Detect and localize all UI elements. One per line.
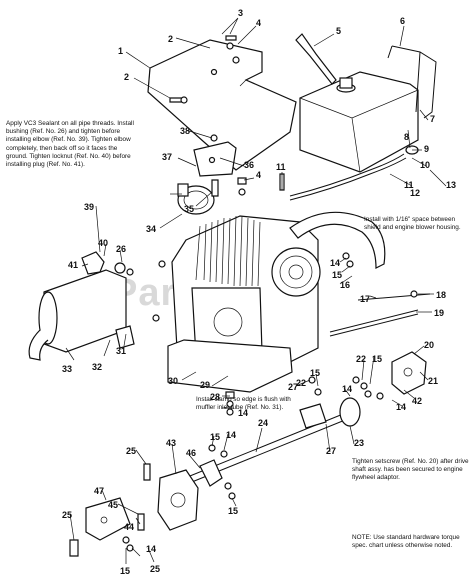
- callout-25b: 25: [62, 510, 72, 520]
- note-sealant: Apply VC3 Sealant on all pipe threads. I…: [6, 120, 134, 169]
- clamp-drawing: [177, 183, 215, 215]
- note-hardware-torque: NOTE: Use standard hardware torque spec.…: [352, 534, 460, 550]
- control-rods-drawing: [329, 290, 431, 337]
- callout-32: 32: [92, 362, 102, 372]
- callout-35: 35: [184, 204, 194, 214]
- callout-47: 47: [94, 486, 104, 496]
- callout-2b: 2: [124, 72, 129, 82]
- callout-14f: 14: [146, 544, 156, 554]
- callout-26: 26: [116, 244, 126, 254]
- fasteners-drawing: [69, 35, 384, 557]
- callout-5: 5: [336, 26, 341, 36]
- callout-14c: 14: [342, 384, 352, 394]
- mount-bracket-drawing: [85, 497, 131, 541]
- blower-shield-drawing: [289, 211, 386, 269]
- callout-39: 39: [84, 202, 94, 212]
- callout-14d: 14: [238, 408, 248, 418]
- callout-15b: 15: [372, 354, 382, 364]
- muffler-drawing: [28, 269, 135, 361]
- elbow-drawing: [81, 251, 134, 276]
- callout-22b: 22: [296, 378, 306, 388]
- callout-46: 46: [186, 448, 196, 458]
- callout-2a: 2: [168, 34, 173, 44]
- callout-3: 3: [238, 8, 243, 18]
- callout-28: 28: [210, 392, 220, 402]
- callout-45: 45: [108, 500, 118, 510]
- callout-27a: 27: [288, 382, 298, 392]
- tank-strap-drawing: [387, 45, 437, 119]
- callout-33: 33: [62, 364, 72, 374]
- callout-11b: 11: [276, 162, 286, 172]
- callout-14b: 14: [396, 402, 406, 412]
- callout-29: 29: [200, 380, 210, 390]
- note-muffler-clamp: Install clamp so edge is flush with muff…: [196, 396, 291, 412]
- callout-22a: 22: [356, 354, 366, 364]
- callout-1: 1: [118, 46, 123, 56]
- callout-27b: 27: [326, 446, 336, 456]
- note-setscrew: Tighten setscrew (Ref. No. 20) after dri…: [352, 458, 469, 482]
- callout-15f: 15: [120, 566, 130, 576]
- callout-6: 6: [400, 16, 405, 26]
- callout-38: 38: [180, 126, 190, 136]
- callout-10: 10: [420, 160, 430, 170]
- callout-41: 41: [68, 260, 78, 270]
- callout-8: 8: [404, 132, 409, 142]
- bracket-drawing: [193, 141, 237, 177]
- callout-17: 17: [360, 294, 370, 304]
- callout-9: 9: [424, 144, 429, 154]
- callout-36: 36: [244, 160, 254, 170]
- callout-23: 23: [354, 438, 364, 448]
- fuel-tank-drawing: [299, 71, 419, 173]
- callout-13: 13: [446, 180, 456, 190]
- callout-15d: 15: [210, 432, 220, 442]
- callout-numbers: 1 2 2 3 4 4 5 6 7 8 9 10 11 11 12 13 14 …: [62, 8, 456, 576]
- callout-25a: 25: [126, 446, 136, 456]
- note-shield-spacing: Install with 1/16" space between shield …: [364, 216, 461, 232]
- callout-25c: 25: [150, 564, 160, 574]
- callout-43: 43: [166, 438, 176, 448]
- callout-15a: 15: [332, 270, 342, 280]
- callout-12: 12: [410, 188, 420, 198]
- callout-20: 20: [424, 340, 434, 350]
- callout-18: 18: [436, 290, 446, 300]
- callout-14a: 14: [330, 258, 340, 268]
- callout-11a: 11: [404, 180, 414, 190]
- callout-42: 42: [412, 396, 422, 406]
- dipstick-drawing: [295, 33, 337, 85]
- callout-44: 44: [124, 522, 134, 532]
- callout-31: 31: [116, 346, 126, 356]
- callout-14e: 14: [226, 430, 236, 440]
- callout-15e: 15: [228, 506, 238, 516]
- callout-16: 16: [340, 280, 350, 290]
- callout-34: 34: [146, 224, 156, 234]
- callout-37: 37: [162, 152, 172, 162]
- callout-19: 19: [434, 308, 444, 318]
- callout-4b: 4: [256, 170, 261, 180]
- callout-30: 30: [168, 376, 178, 386]
- engine-drawing: [167, 215, 321, 393]
- callout-7: 7: [430, 114, 435, 124]
- callout-21: 21: [428, 376, 438, 386]
- callout-15c: 15: [310, 368, 320, 378]
- callout-24: 24: [258, 418, 268, 428]
- adaptor-drawing: [339, 351, 427, 427]
- leader-lines: [65, 17, 447, 564]
- callout-4a: 4: [256, 18, 261, 28]
- coupling-drawing: [157, 459, 223, 531]
- callout-40: 40: [98, 238, 108, 248]
